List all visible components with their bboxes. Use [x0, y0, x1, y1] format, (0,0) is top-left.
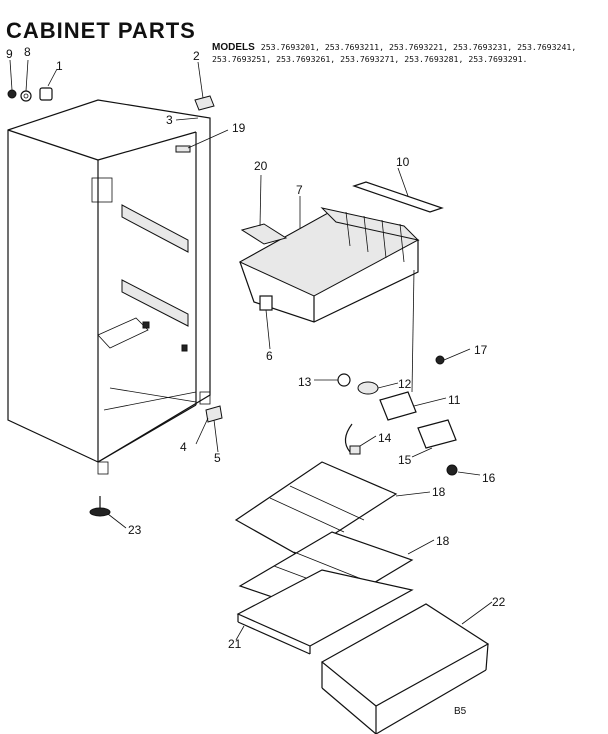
callout-20: 20	[254, 159, 268, 173]
page-code: B5	[454, 706, 467, 717]
part-19-pin	[175, 145, 191, 153]
callout-8: 8	[24, 45, 31, 59]
part-7-drawer	[238, 207, 420, 323]
callout-13: 13	[298, 375, 312, 389]
callout-9: 9	[6, 47, 13, 61]
callout-6: 6	[266, 349, 273, 363]
part-17-clip	[435, 355, 445, 365]
part-18-upper-shelf	[234, 461, 398, 557]
models-label: MODELS	[212, 42, 255, 53]
callout-23: 23	[128, 523, 142, 537]
callout-12: 12	[398, 377, 412, 391]
callout-1: 1	[56, 59, 63, 73]
part-9-cap	[7, 89, 17, 99]
part-20-control	[240, 223, 288, 245]
part-10-rail	[352, 181, 444, 213]
callout-18-lower: 18	[436, 534, 450, 548]
callout-16: 16	[482, 471, 496, 485]
part-12-thermostat	[357, 381, 379, 395]
part-1-plug	[39, 87, 53, 101]
callout-22: 22	[492, 595, 506, 609]
part-23-leveling-leg	[89, 496, 111, 517]
callout-17: 17	[474, 343, 488, 357]
part-5-bottom-hinge	[205, 405, 223, 423]
part-16-grommet	[446, 464, 458, 476]
models-numbers: 253.7693201, 253.7693211, 253.7693221, 2…	[212, 42, 577, 64]
part-14-harness	[344, 423, 361, 455]
callout-18-upper: 18	[432, 485, 446, 499]
part-22-pan	[320, 603, 490, 734]
part-11-housing	[379, 391, 417, 421]
callout-11: 11	[448, 393, 461, 407]
cabinet	[7, 99, 211, 475]
callout-4: 4	[180, 440, 187, 454]
callout-19: 19	[232, 121, 246, 135]
callout-2: 2	[193, 49, 200, 63]
page-title: CABINET PARTS	[6, 18, 196, 43]
part-6-bracket	[259, 295, 273, 311]
part-13-knob	[337, 373, 351, 387]
part-15-box	[417, 419, 457, 449]
part-2-top-hinge	[194, 95, 215, 111]
part-8-nut	[20, 90, 32, 102]
callout-3: 3	[166, 113, 173, 127]
callout-21: 21	[228, 637, 242, 651]
callout-labels: 9 8 1 2 3 19 20 7 10 6 17 13 12 11 14 15…	[6, 45, 506, 651]
callout-7: 7	[296, 183, 303, 197]
callout-5: 5	[214, 451, 221, 465]
callout-14: 14	[378, 431, 392, 445]
leader-lines	[9, 59, 493, 641]
callout-15: 15	[398, 453, 412, 467]
part-21-shelf-frame	[236, 569, 414, 655]
callout-10: 10	[396, 155, 410, 169]
